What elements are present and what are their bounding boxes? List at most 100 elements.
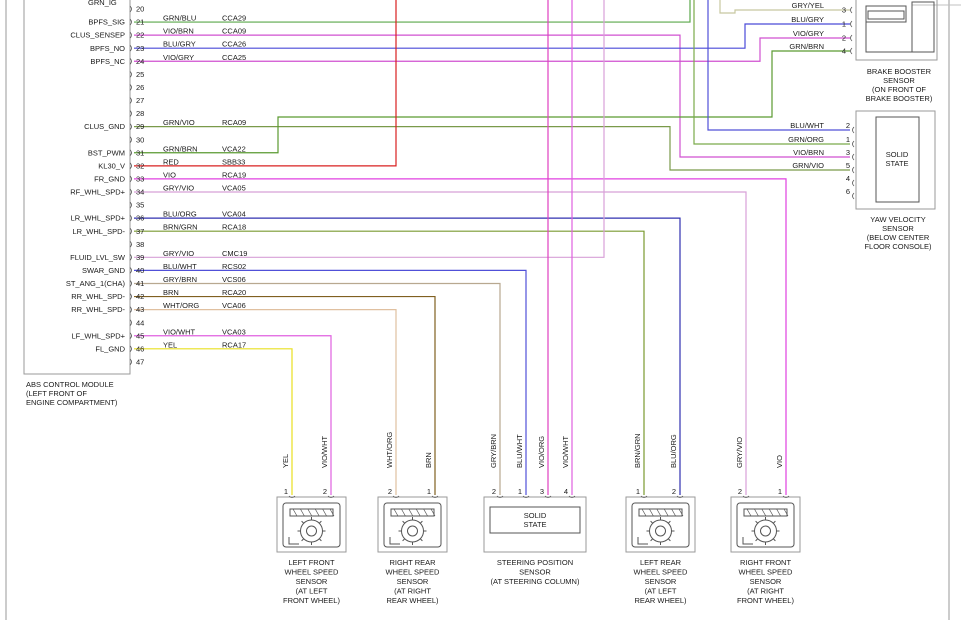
abs-module-caption: ENGINE COMPARTMENT)	[26, 398, 118, 407]
abs-pin-number: 40	[136, 266, 144, 275]
yaw-solid-state-box	[875, 116, 920, 203]
wire-grn-brn	[134, 50, 850, 154]
gear-tooth-icon	[667, 538, 671, 542]
abs-pin-socket	[129, 293, 132, 300]
sensor-wire-label: BRN/GRN	[633, 433, 642, 468]
abs-pin-name: CLUS_GND	[84, 122, 125, 131]
sensor-wire-label: WHT/ORG	[385, 432, 394, 468]
sensor-wire-label: VIO	[775, 455, 784, 468]
brake-booster-caption: SENSOR	[883, 76, 915, 85]
abs-pin-number: 29	[136, 122, 144, 131]
solid-state-label: STATE	[523, 520, 546, 529]
gear-icon	[649, 519, 672, 543]
sensor-caption: (AT STEERING COLUMN)	[491, 577, 580, 586]
abs-pin-number: 25	[136, 70, 144, 79]
wire-red	[134, 0, 397, 167]
coil-winding-icon	[768, 508, 774, 517]
sensor-pin-socket	[431, 495, 439, 498]
sensor-caption: RIGHT FRONT	[740, 558, 792, 567]
sensor-pin-number: 2	[738, 487, 742, 496]
sensor-wire-label: GRY/BRN	[489, 434, 498, 468]
yaw-solid-state-label: STATE	[885, 159, 908, 168]
abs-wire-color-label: WHT/ORG	[163, 301, 199, 310]
wire-grn-blu	[134, 0, 691, 23]
abs-pin-socket	[129, 149, 132, 157]
wheel-sensor-housing-icon	[282, 502, 341, 548]
wire-grn-org	[693, 0, 850, 145]
sensor-pin-number: 3	[540, 487, 544, 496]
abs-pin-name: FLUID_LVL_SW	[70, 253, 126, 262]
coil-winding-icon	[430, 508, 436, 517]
sensor-bracket-icon	[742, 537, 753, 545]
abs-wire-color-label: GRN/VIO	[163, 118, 195, 127]
yaw-sensor-pin-number: 6	[846, 187, 850, 196]
abs-pin-name: SWAR_GND	[82, 266, 126, 275]
abs-pin-socket	[129, 57, 132, 65]
sensor-pin-number: 2	[492, 487, 496, 496]
abs-wire-circuit-label: SBB33	[222, 157, 245, 166]
abs-pin-name: CLUS_SENSEP	[70, 31, 125, 40]
abs-pin-socket	[129, 227, 132, 235]
abs-pin-socket	[129, 280, 132, 287]
brake-booster-caption: (ON FRONT OF	[872, 85, 926, 94]
sensor-pin-socket	[782, 495, 790, 498]
abs-wire-circuit-label: CCA09	[222, 27, 246, 36]
sensor-wire-label: VIO/WHT	[320, 436, 329, 468]
yaw-sensor-caption: YAW VELOCITY	[870, 215, 925, 224]
abs-pin-name: BPFS_SIG	[88, 18, 125, 27]
sensor-pin-socket	[392, 495, 400, 498]
abs-wire-circuit-label: CCA25	[222, 53, 246, 62]
wire-brn-grn	[134, 230, 645, 495]
abs-pin-number: 47	[136, 357, 144, 366]
gear-hub-icon	[407, 525, 418, 537]
sensor-caption: REAR WHEEL)	[634, 596, 687, 605]
abs-wire-color-label: BLU/GRY	[163, 40, 196, 49]
brake-booster-pin-socket	[850, 47, 853, 55]
yaw-sensor-pin-socket	[852, 179, 855, 187]
gear-icon	[754, 519, 777, 543]
yaw-sensor-wire-label: BLU/WHT	[790, 121, 824, 130]
abs-wire-color-label: VIO/BRN	[163, 27, 194, 36]
gear-tooth-icon	[772, 538, 776, 542]
abs-pin-socket	[129, 267, 132, 274]
yaw-sensor-pin-socket	[852, 140, 855, 148]
sensor-caption: SENSOR	[397, 577, 429, 586]
yaw-sensor-pin-number: 5	[846, 161, 850, 170]
brake-booster-pin-number: 4	[842, 47, 846, 56]
gear-tooth-icon	[772, 520, 776, 524]
abs-pin-socket	[129, 97, 132, 104]
gear-tooth-icon	[419, 538, 423, 542]
abs-pin-socket	[129, 175, 132, 183]
abs-wire-circuit-label: VCA22	[222, 144, 246, 153]
abs-wire-color-label: GRY/VIO	[163, 249, 194, 258]
abs-pin-socket	[129, 254, 132, 261]
abs-pin-name: GRN_IG	[88, 0, 117, 7]
abs-wire-circuit-label: RCS02	[222, 262, 246, 271]
wire-blu-wht	[134, 269, 527, 495]
sensor-pin-number: 1	[778, 487, 782, 496]
wheel-sensor-housing-icon	[383, 502, 442, 548]
abs-pin-number: 39	[136, 253, 144, 262]
sensor-caption: SENSOR	[519, 568, 551, 577]
abs-wire-circuit-label: VCA03	[222, 327, 246, 336]
brake-booster-wire-label: VIO/GRY	[793, 29, 824, 38]
wire-gry-vio	[134, 191, 747, 495]
wire-blu-org	[134, 217, 681, 495]
coil-winding-icon	[292, 508, 298, 517]
brake-booster-element-icon	[911, 1, 935, 53]
wire-vio-brn	[134, 34, 850, 158]
abs-pin-name: ST_ANG_1(CHA)	[66, 279, 126, 288]
abs-wire-color-label: VIO	[163, 170, 176, 179]
abs-pin-number: 22	[136, 31, 144, 40]
wire-vio-wht	[134, 335, 332, 495]
abs-wire-color-label: GRY/VIO	[163, 183, 194, 192]
sensor-pin-socket	[676, 495, 684, 498]
coil-winding-icon	[415, 508, 421, 517]
sensor-bracket-icon	[288, 537, 299, 545]
abs-pin-number: 32	[136, 161, 144, 170]
solid-state-label: SOLID	[524, 511, 547, 520]
abs-pin-number: 26	[136, 83, 144, 92]
sensor-wire-label: BLU/WHT	[515, 434, 524, 468]
yaw-sensor-pin-socket	[852, 126, 855, 134]
